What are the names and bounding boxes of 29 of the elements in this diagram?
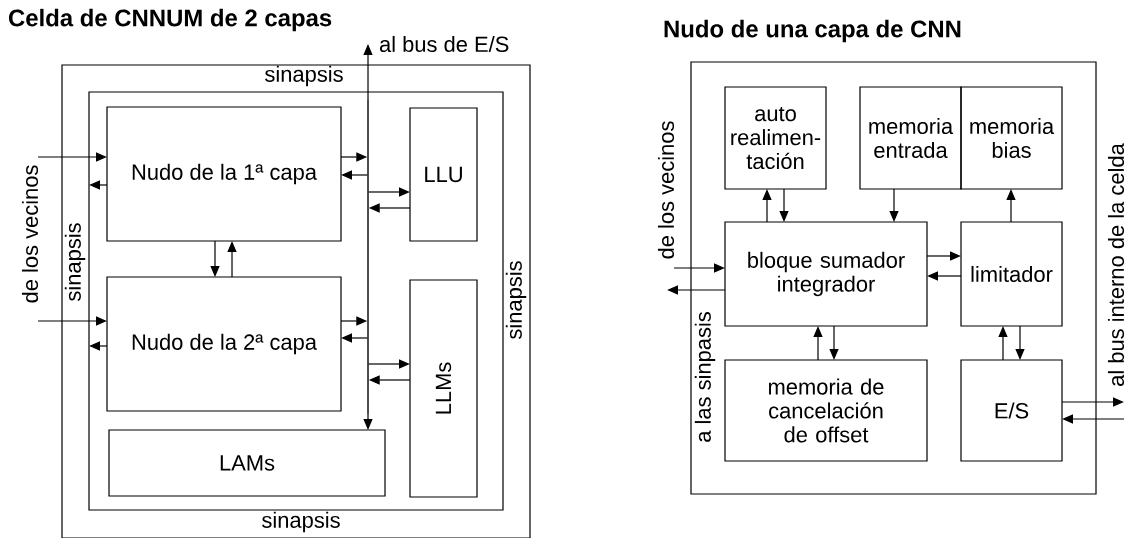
block-box: LAMs (108, 429, 386, 497)
region-label: sinapsis (265, 65, 343, 87)
block-box: auto realimen- tación (724, 86, 827, 190)
bus-label: al bus interno de la celda (1107, 143, 1125, 386)
arrow (998, 326, 1008, 361)
arrow (368, 359, 410, 369)
arrow (368, 187, 410, 197)
block-box: Nudo de la 2ª capa (106, 276, 342, 412)
block-box: memoria bias (960, 86, 1063, 190)
region-label: sinapsis (505, 261, 527, 339)
block-box: memoria entrada (859, 86, 962, 190)
bus-label: al bus de E/S (379, 35, 509, 53)
block-box: Nudo de la 1ª capa (106, 106, 342, 242)
bus-label: de los vecinos (657, 121, 675, 259)
block-box: limitador (960, 221, 1063, 327)
block-box: LLMs (409, 279, 478, 498)
arrow (1061, 397, 1124, 407)
heading: Celda de CNNUM de 2 capas (9, 8, 332, 32)
frame-box (88, 91, 504, 511)
region-label: sinapsis (64, 223, 86, 301)
bus-label: de los vecinos (21, 165, 39, 303)
block-box: bloque sumador integrador (724, 221, 928, 327)
heading: Nudo de una capa de CNN (664, 19, 961, 43)
region-label: sinapsis (262, 511, 340, 533)
block-box: LLU (409, 107, 478, 242)
block-box: memoria de cancelación de offset (724, 359, 928, 462)
block-box: E/S (960, 359, 1063, 462)
side-label: a las sinpasis (694, 312, 716, 442)
arrow (813, 326, 823, 361)
